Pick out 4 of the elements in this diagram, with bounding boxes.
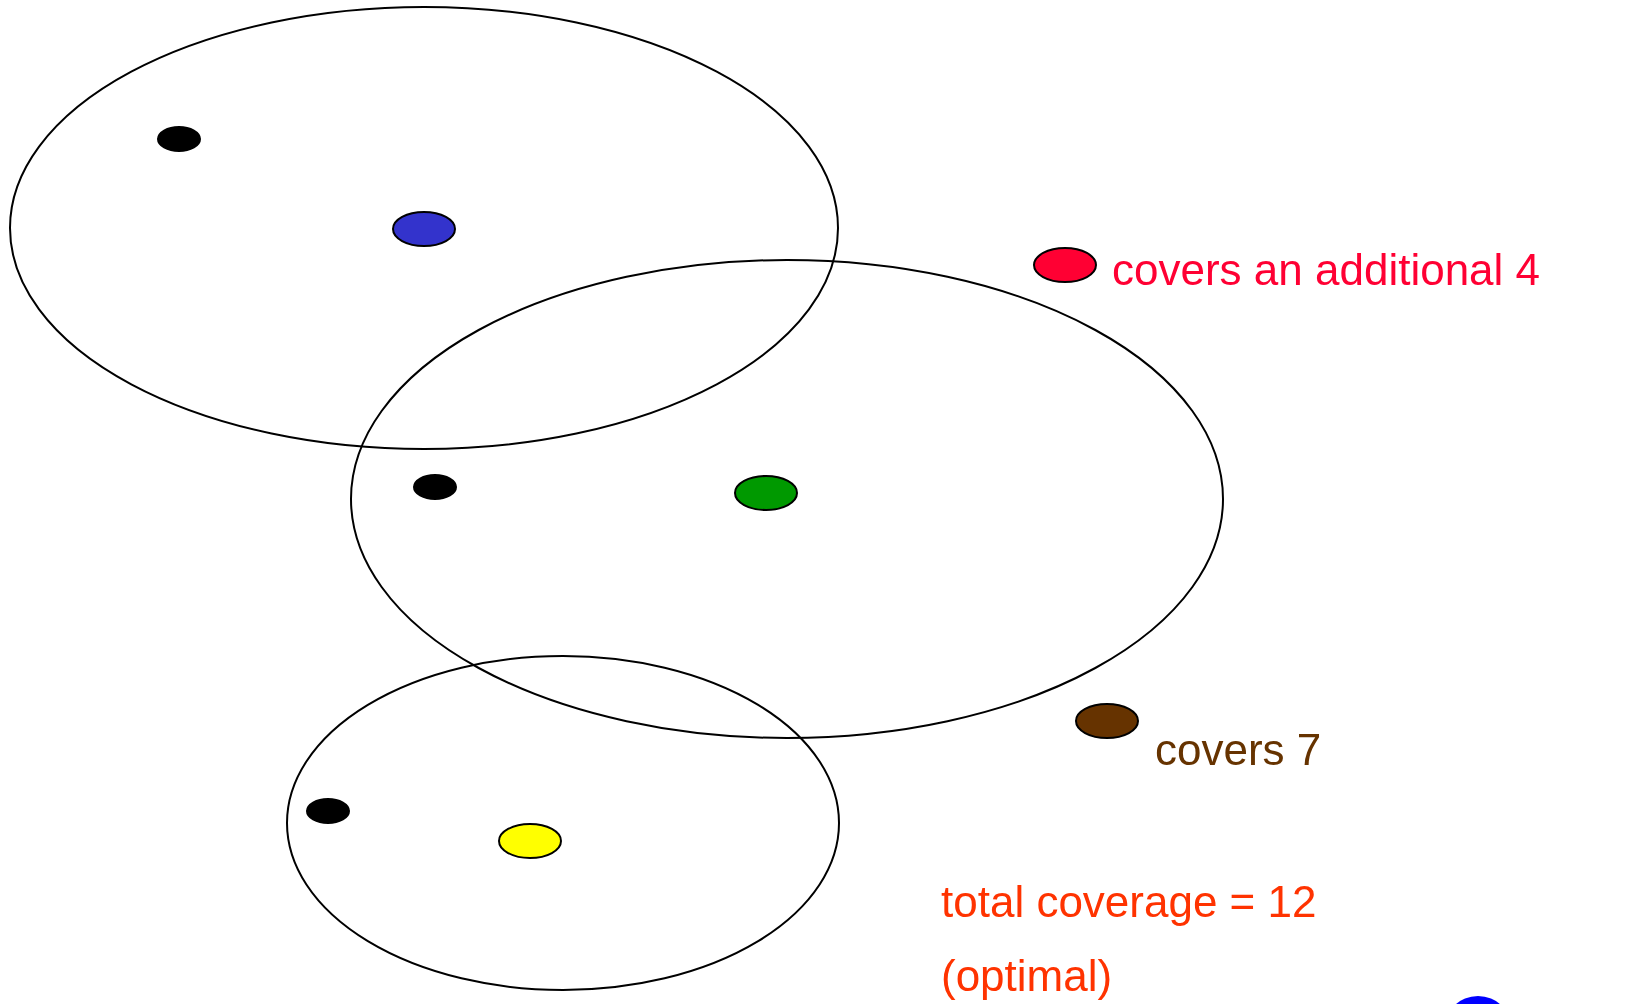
note-text: (optimal)	[941, 954, 1113, 998]
legend-label: covers an additional 4	[1112, 248, 1541, 292]
legend-label: covers 7	[1155, 728, 1322, 772]
note-text: total coverage = 12	[941, 880, 1317, 924]
